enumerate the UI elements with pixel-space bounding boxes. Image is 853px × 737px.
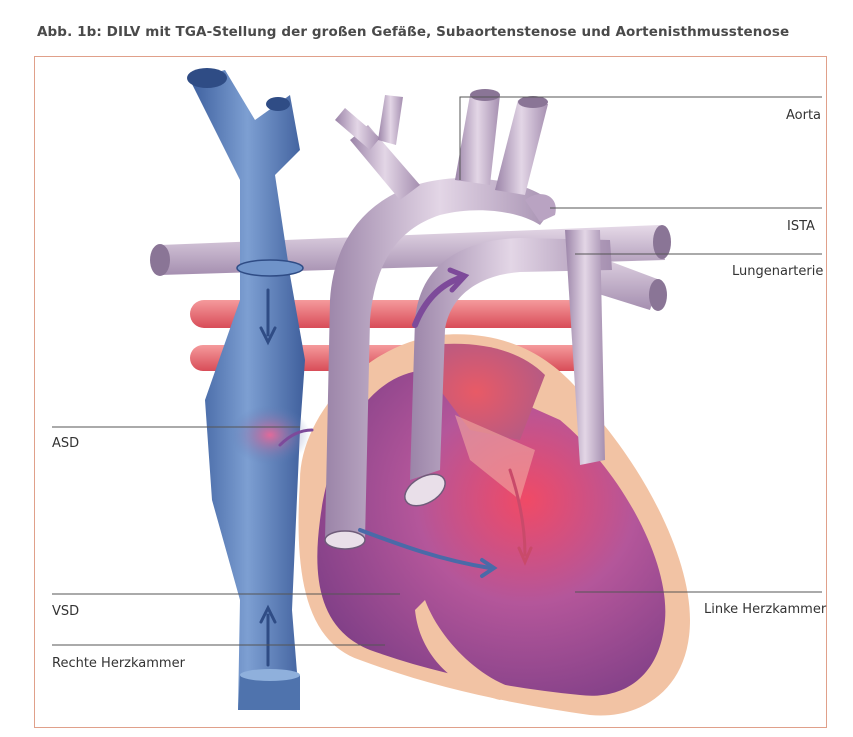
label-rechte-herzkammer: Rechte Herzkammer: [52, 656, 185, 671]
label-asd: ASD: [52, 436, 79, 451]
label-lungenarterie: Lungenarterie: [732, 264, 823, 279]
label-aorta: Aorta: [786, 108, 821, 123]
label-linke-herzkammer: Linke Herzkammer: [704, 602, 826, 617]
label-vsd: VSD: [52, 604, 79, 619]
vena-cava: [187, 68, 310, 710]
label-ista: ISTA: [787, 219, 815, 234]
